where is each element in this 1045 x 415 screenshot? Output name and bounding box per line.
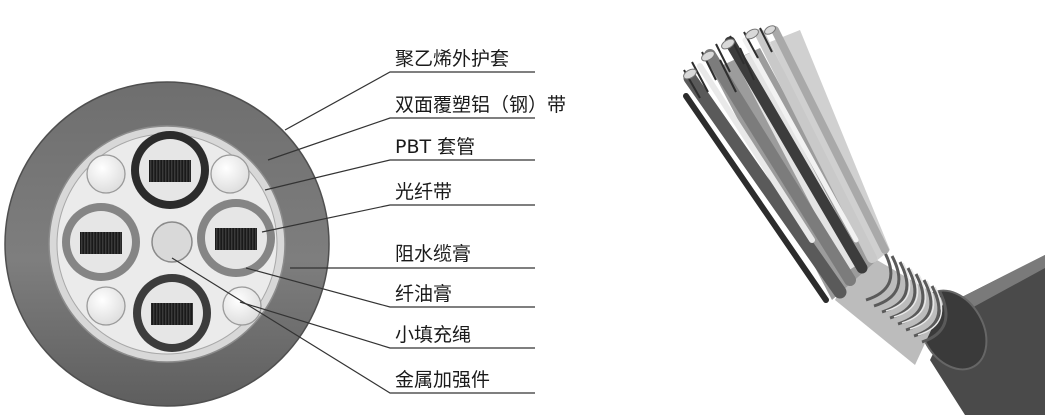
fiber-ribbon	[151, 303, 193, 325]
central-strength-member	[151, 221, 193, 263]
pbt-tube-left	[62, 203, 140, 281]
filler-ropes	[86, 154, 262, 326]
fiber-end-caps	[683, 25, 776, 80]
leader-line	[261, 204, 535, 233]
label-metal-strength-member: 金属加强件	[395, 369, 490, 391]
filler-rope	[86, 154, 126, 194]
tube	[697, 63, 815, 243]
filler-rope	[210, 154, 250, 194]
cable-photo	[683, 25, 1045, 415]
corrugated-armor	[835, 250, 948, 365]
fiber-ribbon	[215, 228, 257, 250]
leader-line	[245, 267, 535, 308]
filler-rope	[222, 286, 262, 326]
leader-lines	[171, 71, 535, 394]
label-pbt-tube: PBT 套管	[395, 136, 475, 158]
pbt-tube-bottom	[133, 274, 211, 352]
leader-line	[284, 71, 535, 131]
fiber-ribbon	[80, 232, 122, 254]
label-outer-sheath: 聚乙烯外护套	[395, 48, 509, 70]
labels: 聚乙烯外护套 双面覆塑铝（钢）带 PBT 套管 光纤带 阻水缆膏 纤油膏 小填充…	[395, 48, 566, 391]
leader-line	[239, 301, 535, 349]
label-small-filler-rope: 小填充绳	[395, 324, 471, 346]
tube	[755, 29, 877, 263]
label-fiber-gel: 纤油膏	[395, 282, 452, 305]
tube	[704, 49, 856, 286]
tube	[683, 93, 829, 303]
label-fiber-ribbon: 光纤带	[395, 181, 452, 203]
pbt-tube-top	[131, 131, 209, 209]
fiber-ribbon	[149, 160, 191, 182]
label-water-blocking-compound: 阻水缆膏	[395, 242, 471, 265]
tube	[742, 37, 859, 243]
loose-tubes	[683, 26, 889, 303]
tube	[683, 71, 847, 299]
leader-line	[171, 257, 535, 394]
leader-line	[264, 159, 535, 191]
leader-line	[267, 117, 535, 161]
cable-cross-section	[4, 81, 330, 407]
tube	[771, 26, 889, 254]
label-armor-tape: 双面覆塑铝（钢）带	[395, 94, 566, 116]
pbt-tube-right	[197, 199, 275, 277]
filler-rope	[86, 286, 126, 326]
tube	[724, 36, 868, 274]
